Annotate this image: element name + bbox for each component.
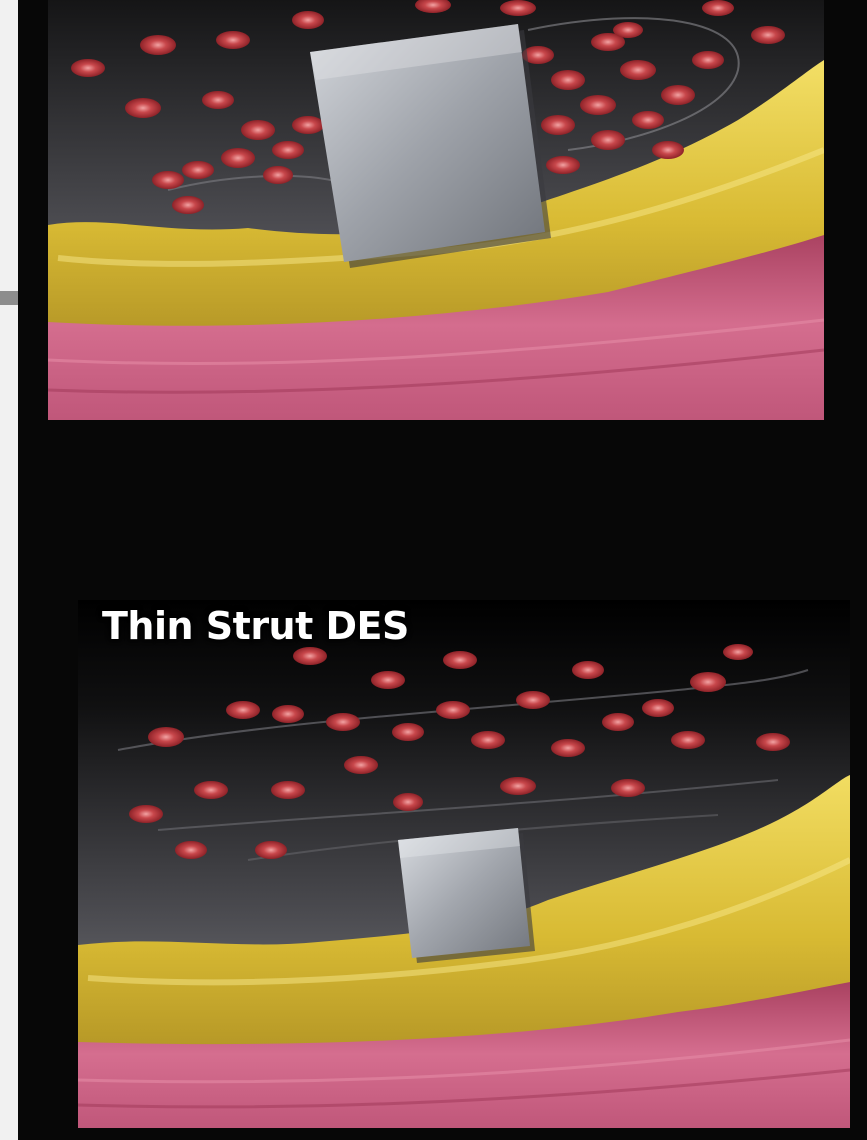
- thin-strut-illustration: [78, 600, 850, 1128]
- stent-strut: [398, 828, 535, 963]
- left-margin-strip: [0, 0, 18, 1140]
- margin-tick: [0, 291, 18, 305]
- thin-strut-scene: [78, 600, 850, 1128]
- thin-strut-label: Thin Strut DES: [102, 604, 409, 648]
- thick-strut-scene: [48, 0, 824, 420]
- thick-strut-illustration: [48, 0, 824, 420]
- stent-strut: [310, 24, 551, 268]
